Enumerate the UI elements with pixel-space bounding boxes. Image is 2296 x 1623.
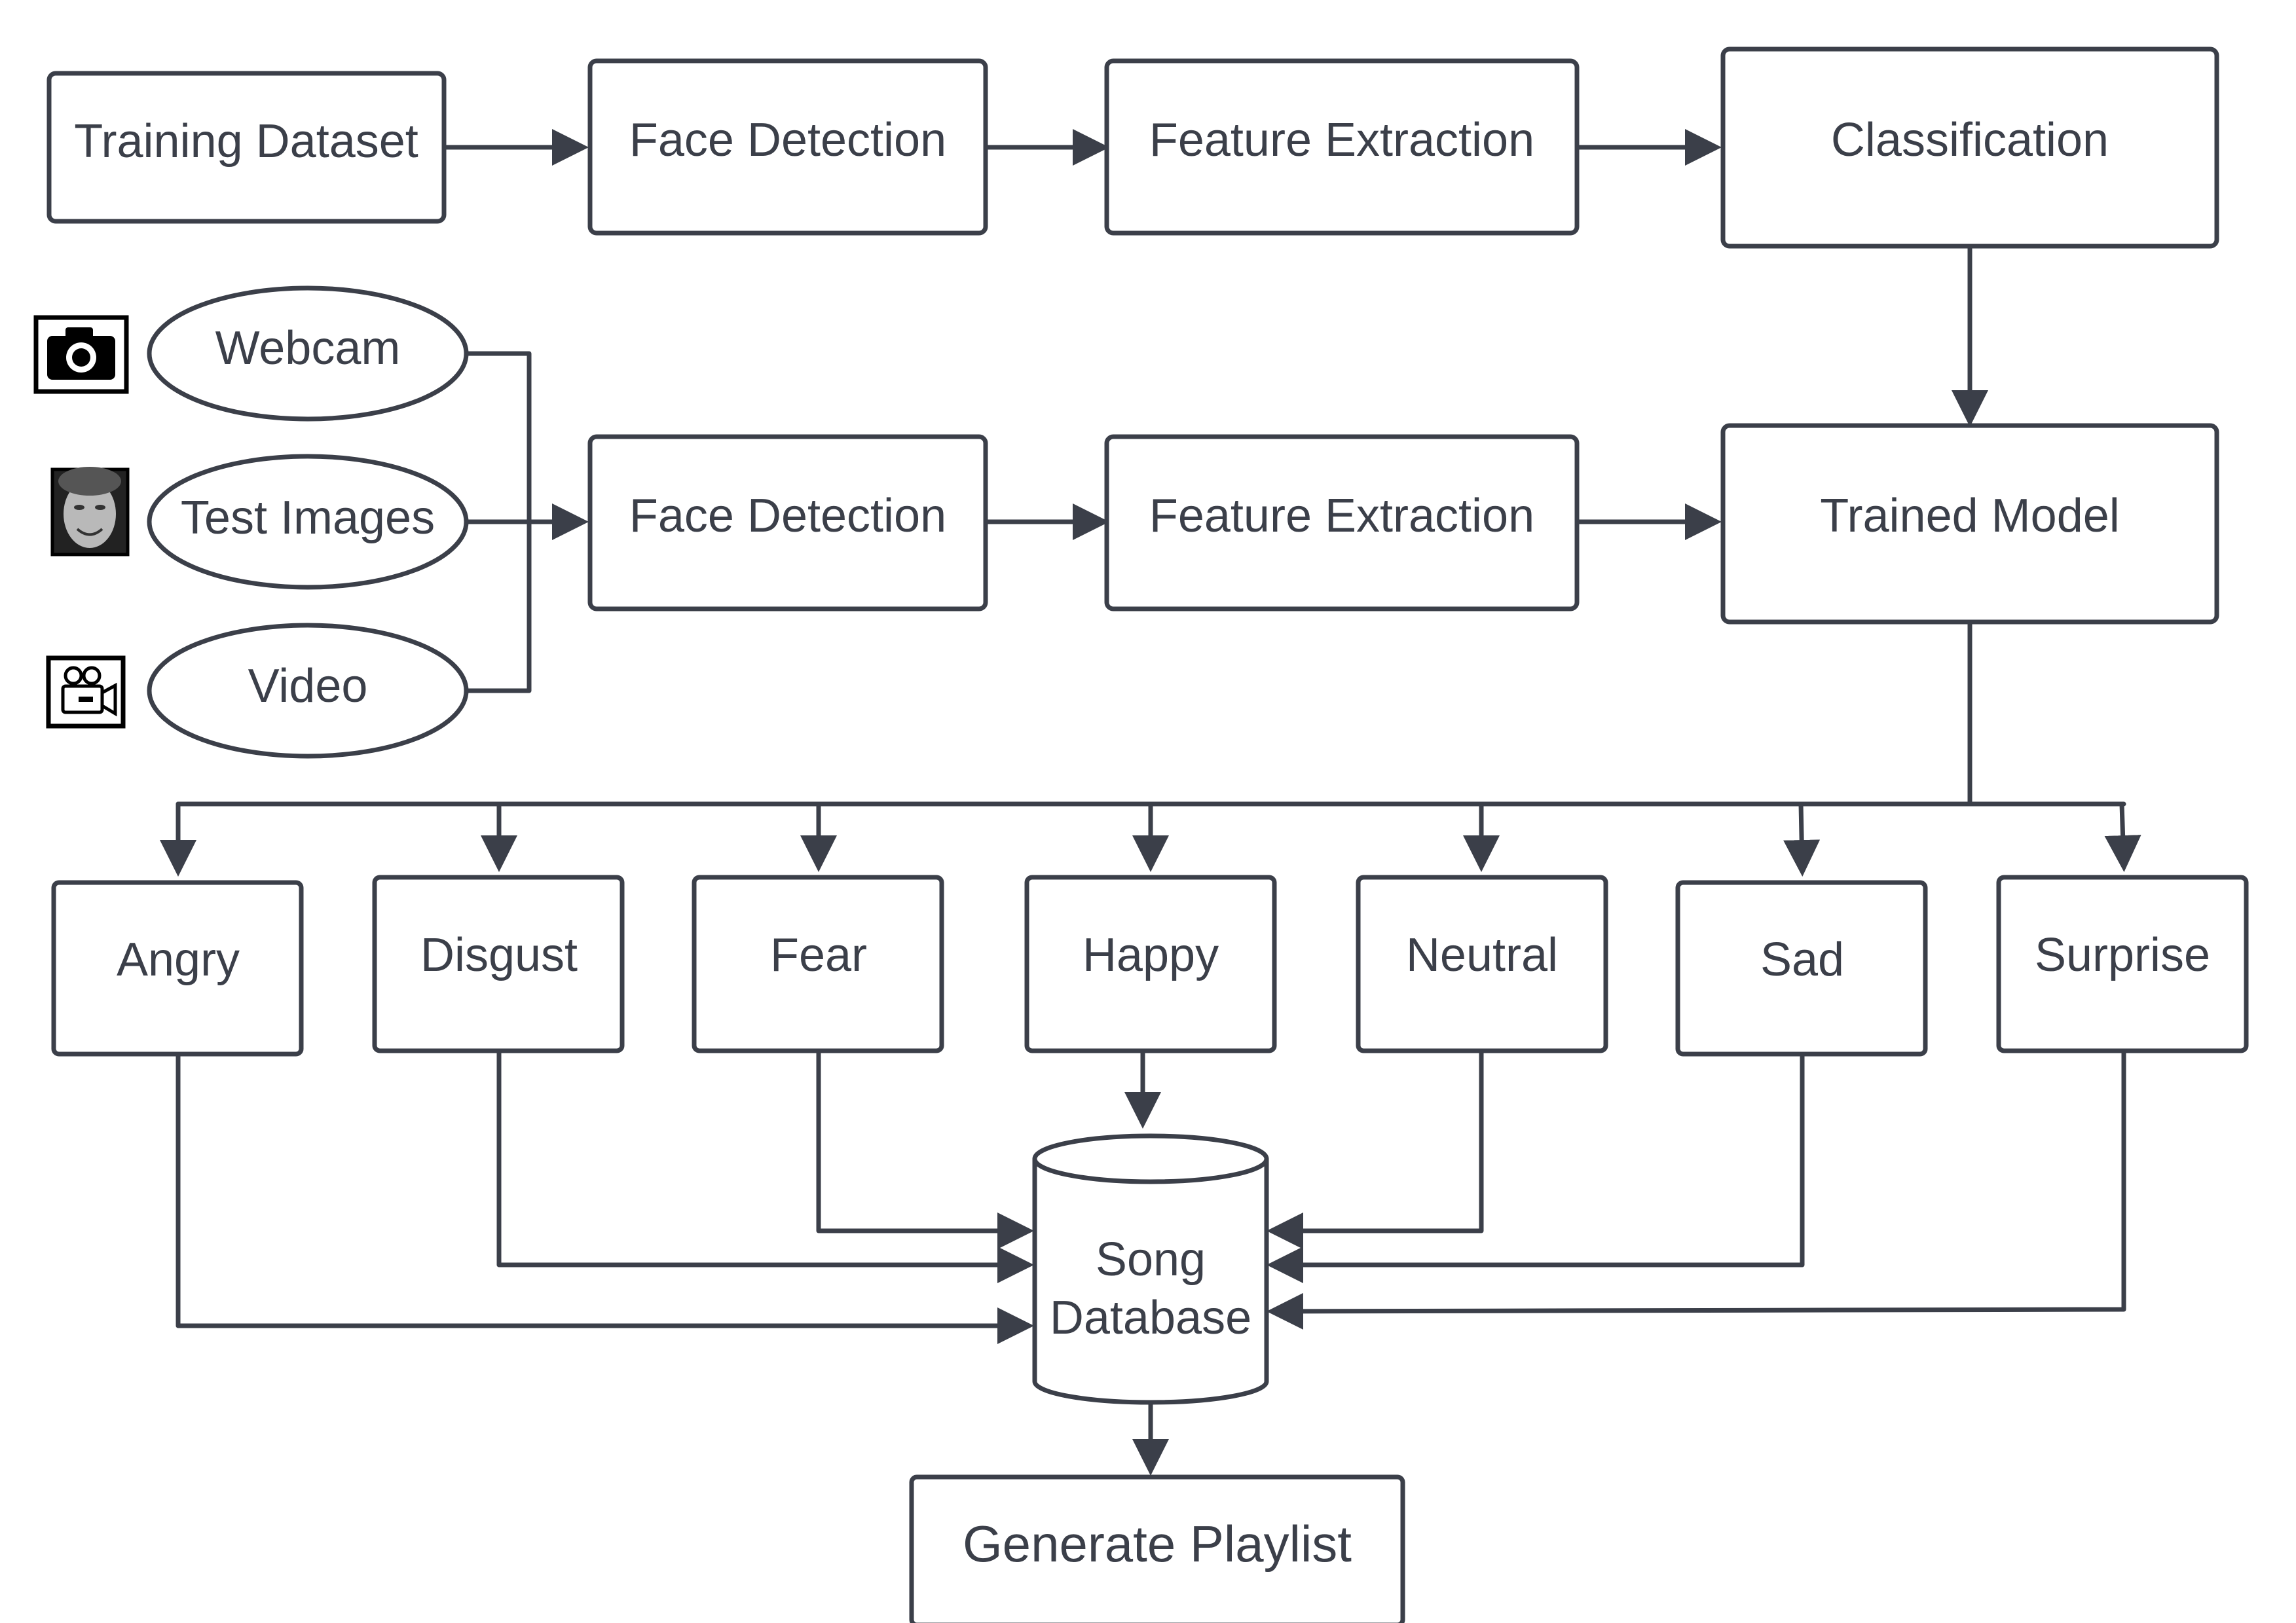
edge-fear-to-db (816, 1050, 1034, 1249)
emotion-label: Sad (1760, 934, 1844, 986)
emotion-label: Surprise (2035, 929, 2210, 981)
face-detection-test-label: Face Detection (629, 490, 946, 542)
generate-playlist-box: Generate Playlist (909, 1474, 1405, 1623)
classification-label: Classification (1831, 114, 2109, 166)
edge-to-sad (1783, 801, 1821, 877)
test-images-node: Test Images (147, 454, 469, 590)
emotion-happy-box: Happy (1024, 875, 1277, 1053)
emotion-label: Angry (117, 934, 240, 986)
edge-sad-to-db (1267, 1053, 1805, 1283)
training-dataset-box: Training Dataset (46, 71, 447, 224)
edge-disgust-to-db (496, 1050, 1034, 1283)
webcam-label: Webcam (215, 322, 401, 374)
edge-neutral-to-db (1267, 1050, 1484, 1249)
feature-extraction-test-box: Feature Extraction (1104, 434, 1580, 611)
feature-extraction-train-box: Feature Extraction (1104, 58, 1580, 236)
song-database-label-line1: Song (1096, 1233, 1206, 1286)
edge-to-surprise (2104, 801, 2141, 872)
emotion-label: Happy (1083, 929, 1219, 981)
emotion-angry-box: Angry (51, 880, 304, 1057)
face-detection-train-label: Face Detection (629, 114, 946, 166)
emotion-fear-box: Fear (692, 875, 944, 1053)
emotion-disgust-box: Disgust (372, 875, 625, 1053)
trained-model-box: Trained Model (1720, 423, 2219, 625)
training-dataset-label: Training Dataset (74, 115, 418, 168)
song-database-node: Song Database (1032, 1133, 1269, 1405)
trained-model-label: Trained Model (1820, 490, 2120, 542)
camera-icon (33, 315, 129, 394)
classification-box: Classification (1720, 46, 2219, 249)
emotion-label: Fear (770, 929, 867, 981)
feature-extraction-train-label: Feature Extraction (1149, 114, 1534, 166)
face-detection-train-box: Face Detection (587, 58, 988, 236)
edge-surprise-to-db (1267, 1050, 2126, 1330)
generate-playlist-label: Generate Playlist (963, 1515, 1352, 1573)
feature-extraction-test-label: Feature Extraction (1149, 490, 1534, 542)
emotion-surprise-box: Surprise (1996, 875, 2249, 1053)
test-images-label: Test Images (181, 492, 435, 544)
emotion-label: Neutral (1406, 929, 1558, 981)
edge-angry-to-db (176, 1053, 1034, 1344)
video-node: Video (147, 623, 469, 759)
emotion-label: Disgust (420, 929, 578, 981)
connectors (160, 129, 2141, 1476)
emotion-sad-box: Sad (1675, 880, 1928, 1057)
webcam-node: Webcam (147, 285, 469, 422)
video-camera-icon (46, 655, 126, 729)
face-detection-test-box: Face Detection (587, 434, 988, 611)
emotion-neutral-box: Neutral (1356, 875, 1608, 1053)
face-photo-icon (50, 467, 130, 556)
song-database-label-line2: Database (1050, 1292, 1251, 1344)
video-label: Video (248, 660, 368, 712)
